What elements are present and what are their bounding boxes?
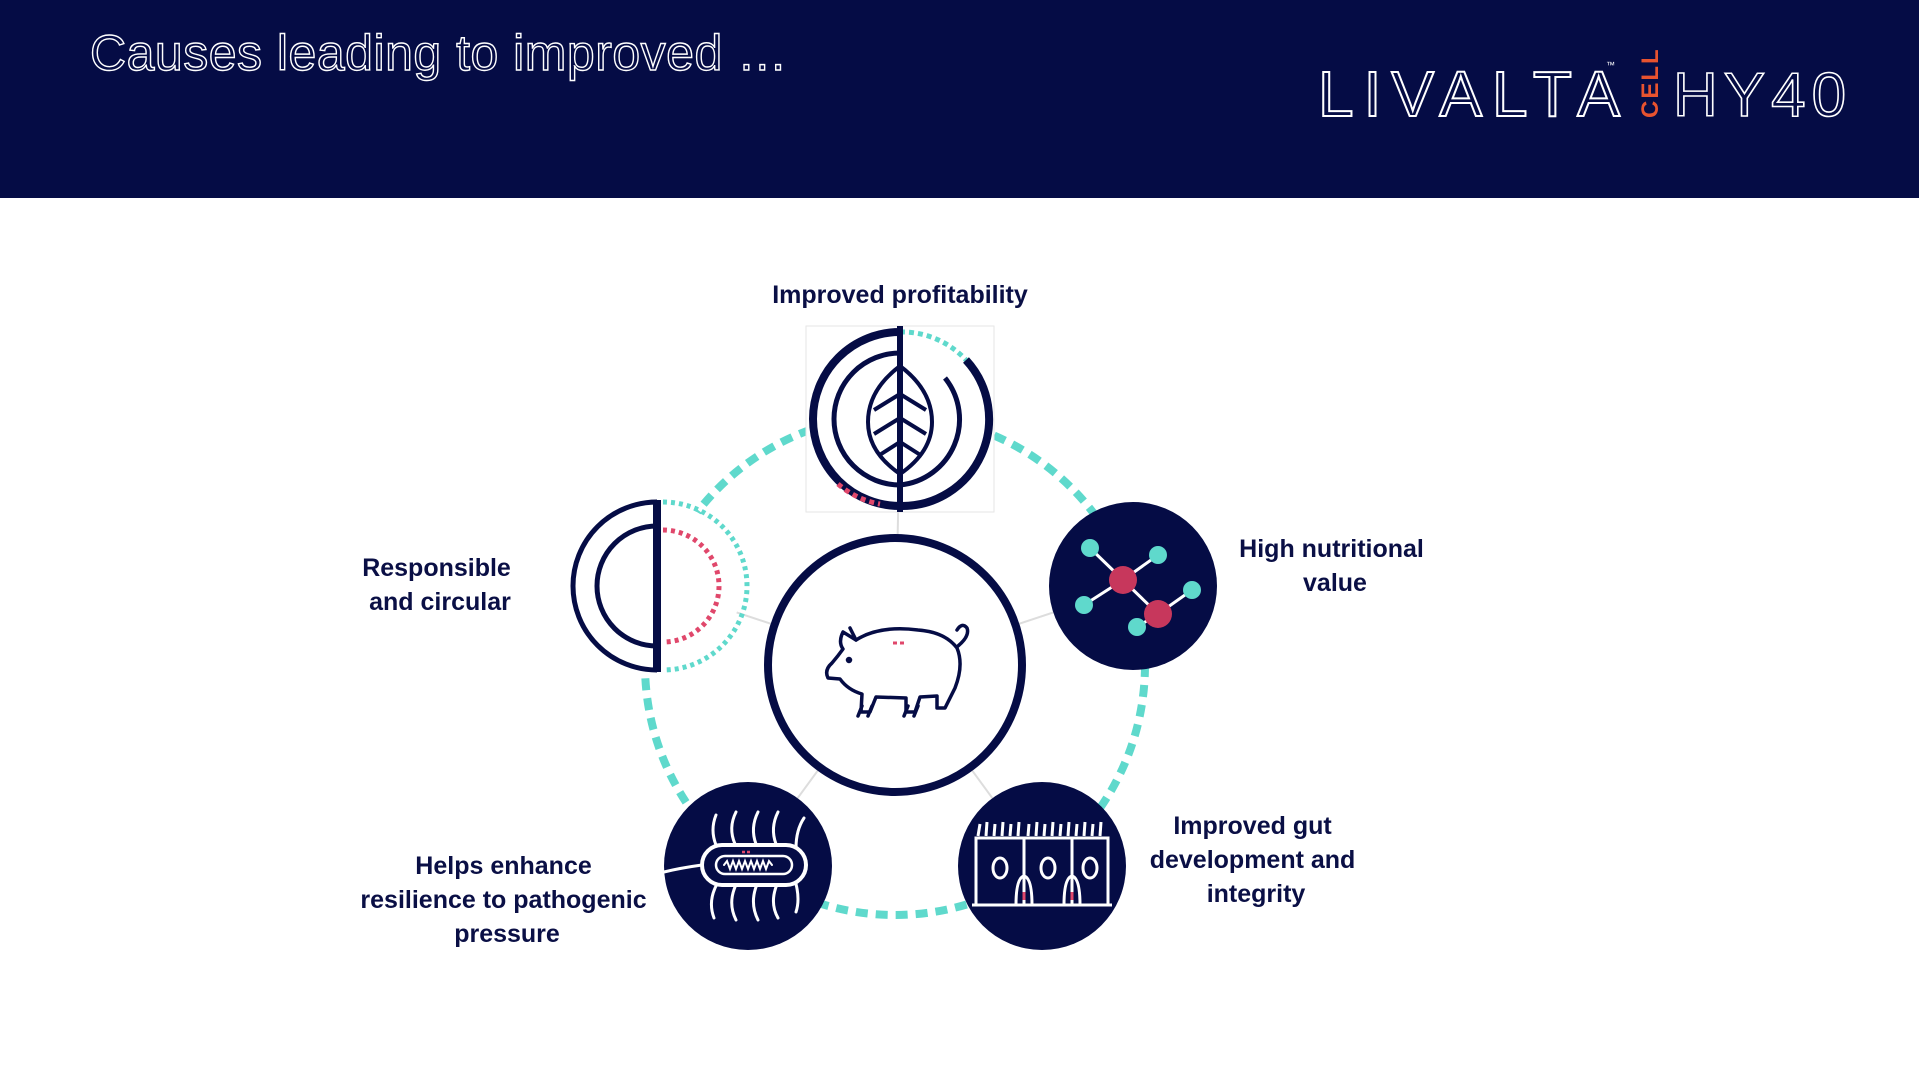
logo-trademark: ™	[1606, 60, 1615, 70]
node-circular	[570, 499, 750, 673]
header-banner	[0, 0, 1919, 198]
label-circular: Responsible and circular	[362, 554, 518, 616]
gut-cells-icon	[972, 821, 1112, 907]
node-profitability	[805, 325, 995, 513]
logo-sub-brand: CELL	[1637, 47, 1664, 118]
half-circle-icon	[570, 499, 750, 673]
leaf-icon	[809, 326, 994, 512]
label-profitability: Improved profitability	[772, 281, 1028, 309]
node-nutritional	[1049, 502, 1217, 670]
pig-icon	[824, 623, 970, 718]
label-gut: Improved gut development and integrity	[1150, 812, 1363, 908]
center-pig-node	[764, 534, 1026, 796]
logo-product: HY40	[1673, 61, 1852, 130]
node-gut	[958, 782, 1126, 950]
logo-brand: LIVALTA	[1318, 58, 1630, 130]
molecule-icon	[1075, 539, 1201, 636]
label-resilience: Helps enhance resilience to pathogenic p…	[360, 852, 653, 948]
page-title: Causes leading to improved …	[89, 24, 788, 81]
node-resilience	[662, 782, 832, 950]
label-nutritional: High nutritional value	[1239, 535, 1431, 597]
bacterium-icon	[662, 810, 808, 922]
livalta-cell-hy40-logo: LIVALTA ™ CELL HY40	[1317, 47, 1847, 131]
